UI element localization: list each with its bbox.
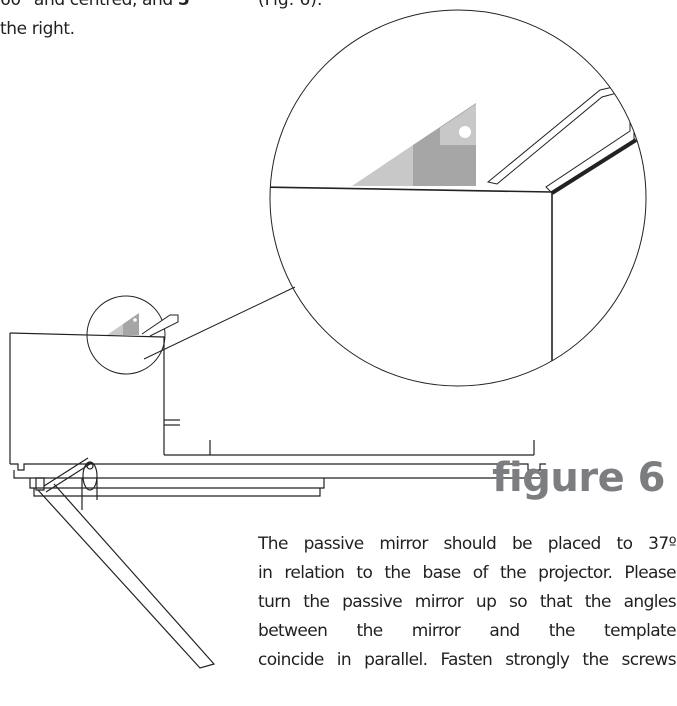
projector-side-view bbox=[9, 332, 546, 497]
mirror-arm bbox=[486, 84, 635, 194]
top-left-line-1-bold: 5 bbox=[177, 0, 190, 10]
top-right-text: (Fig. 6). bbox=[258, 0, 323, 10]
top-left-line-1-prefix: 60° and centred, and bbox=[0, 0, 178, 10]
figure-caption: The passive mirror should be placed to 3… bbox=[258, 530, 677, 675]
passive-mirror-arm bbox=[35, 457, 216, 669]
caption-line: in relation to the base of the projector… bbox=[258, 563, 677, 583]
detail-magnified bbox=[269, 9, 647, 387]
caption-line: The passive mirror should be placed to 3… bbox=[258, 534, 677, 554]
template-hole bbox=[459, 126, 471, 138]
projector-box-magnified bbox=[270, 185, 553, 386]
mirror-edge bbox=[550, 138, 638, 195]
caption-line: turn the passive mirror up so that the a… bbox=[258, 592, 677, 612]
figure-title: figure 6 bbox=[492, 455, 665, 501]
top-left-line-2: the right. bbox=[0, 19, 75, 39]
caption-line: between the mirror and the template bbox=[258, 621, 677, 641]
caption-line: coincide in parallel. Fasten strongly th… bbox=[258, 650, 677, 670]
top-left-line-1: 60° and centred, and 5 bbox=[0, 0, 240, 15]
angle-template-notch bbox=[440, 104, 476, 145]
top-left-text: 60° and centred, and 5 the right. bbox=[0, 0, 240, 44]
angle-template-light bbox=[352, 145, 413, 186]
leader-line bbox=[143, 286, 296, 360]
